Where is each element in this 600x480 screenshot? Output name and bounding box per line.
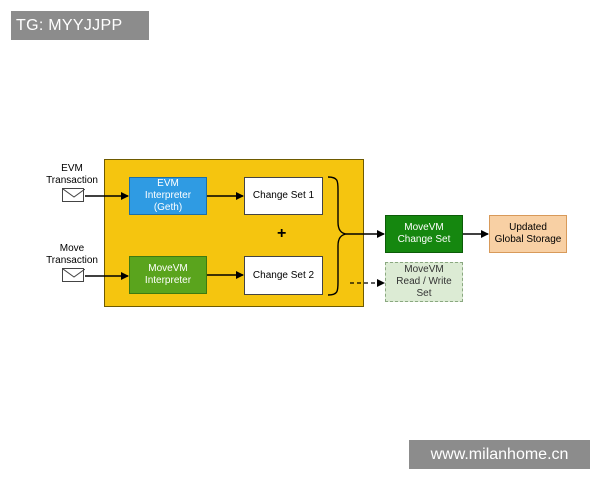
updated-global-storage-box: Updated Global Storage <box>489 215 567 253</box>
change-set-1-box: Change Set 1 <box>244 177 323 215</box>
envelope-icon <box>62 268 86 282</box>
movevm-interpreter-box: MoveVM Interpreter <box>129 256 207 294</box>
movevm-change-set-box: MoveVM Change Set <box>385 215 463 253</box>
envelope-icon <box>62 188 86 202</box>
plus-sign: + <box>277 225 287 242</box>
movevm-read-write-set-box: MoveVM Read / Write Set <box>385 262 463 302</box>
watermark-top: TG: MYYJJPP <box>11 11 149 40</box>
move-transaction-label: Move Transaction <box>46 243 98 266</box>
evm-interpreter-box: EVM Interpreter (Geth) <box>129 177 207 215</box>
evm-transaction-label: EVM Transaction <box>46 163 98 186</box>
change-set-2-box: Change Set 2 <box>244 256 323 295</box>
curly-brace <box>327 176 347 296</box>
watermark-bottom: www.milanhome.cn <box>409 440 590 469</box>
